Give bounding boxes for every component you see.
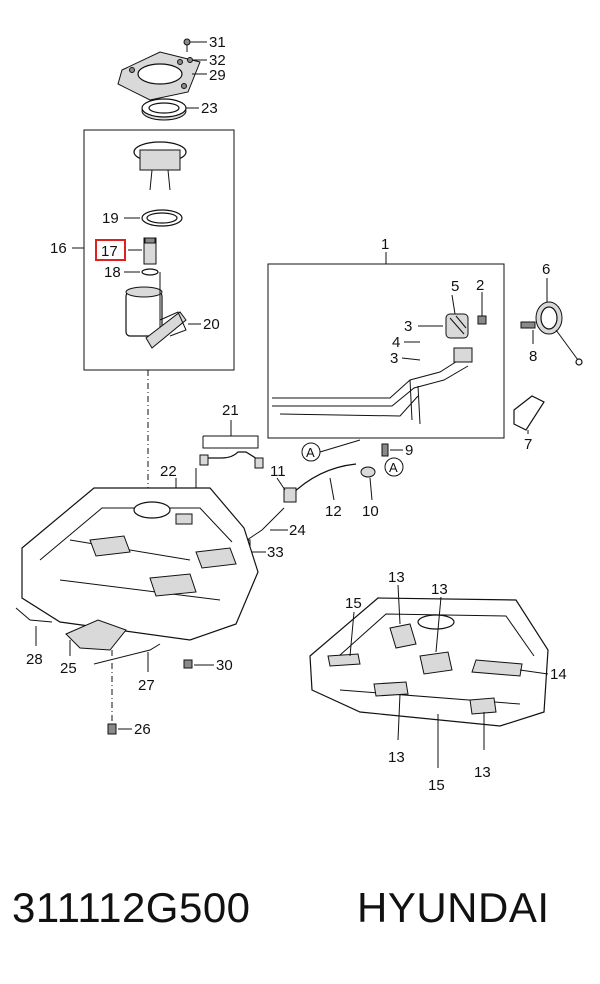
fuel-tank-main — [21, 487, 259, 641]
callout-26: 26 — [134, 721, 151, 738]
callout-30: 30 — [216, 657, 233, 674]
bracket-plate — [453, 347, 473, 363]
svg-text:A: A — [389, 460, 398, 475]
highlight-box-17 — [95, 239, 126, 261]
callout-14: 14 — [550, 666, 567, 683]
callout-22: 22 — [160, 463, 177, 480]
screw-31 — [183, 38, 191, 52]
pump-module-box — [83, 129, 235, 371]
callout-15a: 15 — [345, 595, 362, 612]
filler-pipes — [272, 357, 469, 425]
pump-reservoir — [125, 272, 187, 349]
callout-19: 19 — [102, 210, 119, 227]
callout-3a: 3 — [404, 318, 412, 335]
clamp-10 — [360, 466, 376, 478]
callout-13a: 13 — [388, 569, 405, 586]
washer-32 — [187, 57, 193, 63]
callout-13c: 13 — [388, 749, 405, 766]
brand-name: HYUNDAI — [357, 884, 550, 931]
gasket-19 — [141, 209, 183, 227]
ref-marker-a-right: A — [384, 457, 404, 477]
pump-flange — [133, 141, 187, 191]
callout-11: 11 — [270, 463, 286, 480]
callout-13b: 13 — [431, 581, 448, 598]
bolt-9 — [381, 443, 403, 457]
svg-text:A: A — [306, 445, 315, 460]
pump-cover-plate — [117, 51, 201, 101]
callout-3b: 3 — [390, 350, 398, 367]
callout-12: 12 — [325, 503, 342, 520]
lock-ring-23 — [141, 98, 187, 121]
callout-27: 27 — [138, 677, 155, 694]
callout-4: 4 — [392, 334, 400, 351]
hose-21 — [199, 451, 264, 469]
fuel-tank-heatshield — [309, 597, 549, 727]
callout-7: 7 — [524, 436, 532, 453]
sender-20 — [159, 311, 187, 337]
part-number: 311112G500 — [12, 884, 251, 931]
canister-5 — [445, 313, 469, 339]
fuel-pump-17 — [143, 237, 157, 265]
bolt-26 — [107, 723, 117, 735]
callout-9: 9 — [405, 442, 413, 459]
fuel-door-6 — [535, 301, 583, 366]
callout-23: 23 — [201, 100, 218, 117]
callout-5: 5 — [451, 278, 459, 295]
clip-2 — [477, 315, 487, 325]
callout-33: 33 — [267, 544, 284, 561]
callout-2: 2 — [476, 277, 484, 294]
bracket-25 — [65, 619, 127, 651]
callout-10: 10 — [362, 503, 379, 520]
callout-21: 21 — [222, 402, 239, 419]
bolt-8 — [520, 321, 536, 329]
callout-13d: 13 — [474, 764, 491, 781]
callout-25: 25 — [60, 660, 77, 677]
callout-1: 1 — [381, 236, 389, 253]
callout-28: 28 — [26, 651, 43, 668]
vent-hose-24 — [243, 507, 285, 543]
strap-27 — [93, 643, 161, 665]
ref-marker-a-left: A — [301, 439, 361, 462]
callout-17: 17 — [101, 243, 118, 260]
filler-hose-12 — [283, 463, 357, 503]
callout-15b: 15 — [428, 777, 445, 794]
bolt-30 — [183, 659, 193, 669]
callout-18: 18 — [104, 264, 121, 281]
callout-6: 6 — [542, 261, 550, 278]
callout-31: 31 — [209, 34, 226, 51]
strap-28 — [15, 607, 53, 623]
callout-16: 16 — [50, 240, 67, 257]
label-plate-7 — [513, 395, 545, 431]
strainer-18 — [141, 268, 159, 276]
callout-20: 20 — [203, 316, 220, 333]
callout-32: 32 — [209, 52, 226, 69]
callout-8: 8 — [529, 348, 537, 365]
callout-29: 29 — [209, 67, 226, 84]
callout-24: 24 — [289, 522, 306, 539]
